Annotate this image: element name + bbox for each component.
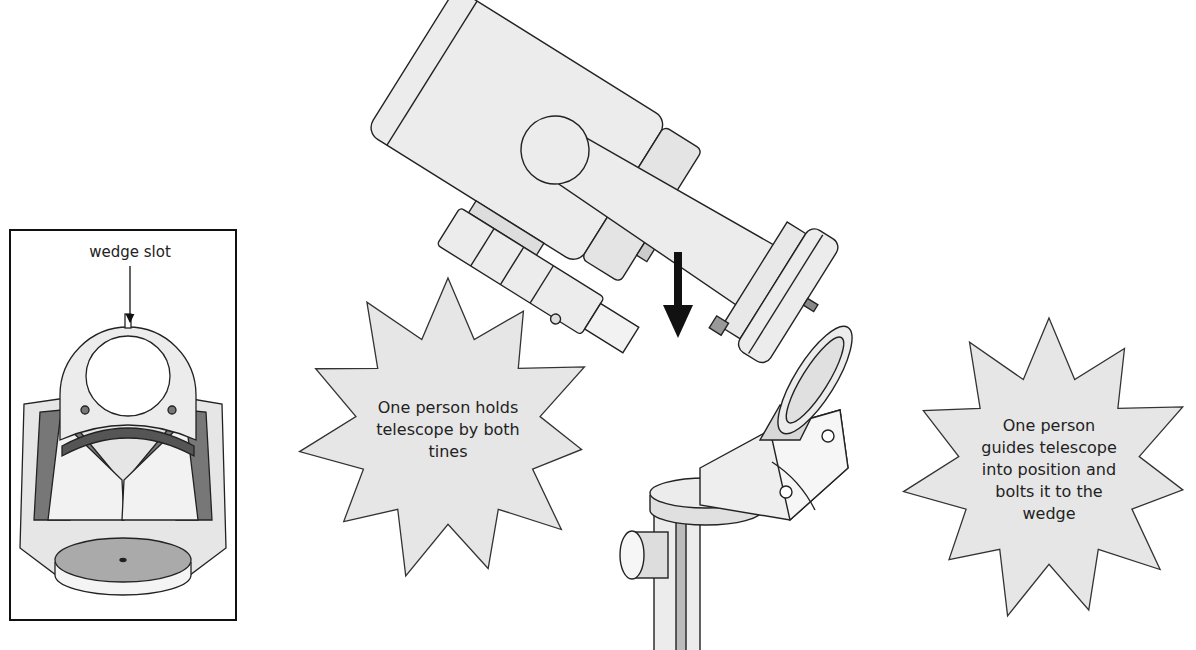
- telescope: [508, 103, 602, 197]
- leader-arrow: [130, 266, 131, 322]
- callout-starburst: One person holds telescope by both tines: [298, 278, 598, 582]
- inset-frame: [10, 230, 236, 620]
- telescope: [471, 229, 494, 266]
- wedge-top-view: [86, 336, 170, 416]
- telescope: [530, 266, 553, 303]
- telescope: [735, 225, 842, 366]
- wedge-top-view: [20, 314, 226, 595]
- wedge-mount: [772, 462, 815, 510]
- placement-arrow: [663, 305, 693, 338]
- telescope: [500, 247, 523, 284]
- starburst-outline: [903, 318, 1182, 616]
- telescope: [709, 316, 728, 335]
- wedge-mount: [780, 486, 792, 498]
- wedge-top-view: [62, 428, 194, 456]
- placement-arrow: [663, 252, 693, 338]
- telescope: [803, 298, 817, 311]
- wedge-mount: [676, 505, 686, 650]
- leader-arrow: [129, 266, 130, 322]
- wedge-mount: [620, 531, 644, 579]
- wedge-top-view: [81, 406, 89, 414]
- telescope: [387, 1, 477, 145]
- callout-text: One person guides telescope into positio…: [974, 415, 1124, 525]
- wedge-top-view: [120, 559, 126, 562]
- wedge-mount: [822, 430, 834, 442]
- callout-text: One person holds telescope by both tines: [373, 397, 523, 463]
- wedge-top-view: [168, 406, 176, 414]
- part-label: wedge slot: [89, 243, 171, 261]
- telescope: [549, 312, 563, 326]
- telescope: [585, 303, 639, 352]
- callout-starburst: One person guides telescope into positio…: [902, 318, 1196, 622]
- inset-frame: [10, 230, 236, 620]
- placement-arrow: [674, 252, 682, 307]
- starburst-outline: [300, 278, 585, 576]
- wedge-top-view: [60, 327, 196, 440]
- wedge-top-view: [55, 538, 191, 582]
- wedge-mount: [777, 331, 852, 430]
- telescope: [749, 235, 823, 354]
- wedge-mount: [620, 317, 865, 650]
